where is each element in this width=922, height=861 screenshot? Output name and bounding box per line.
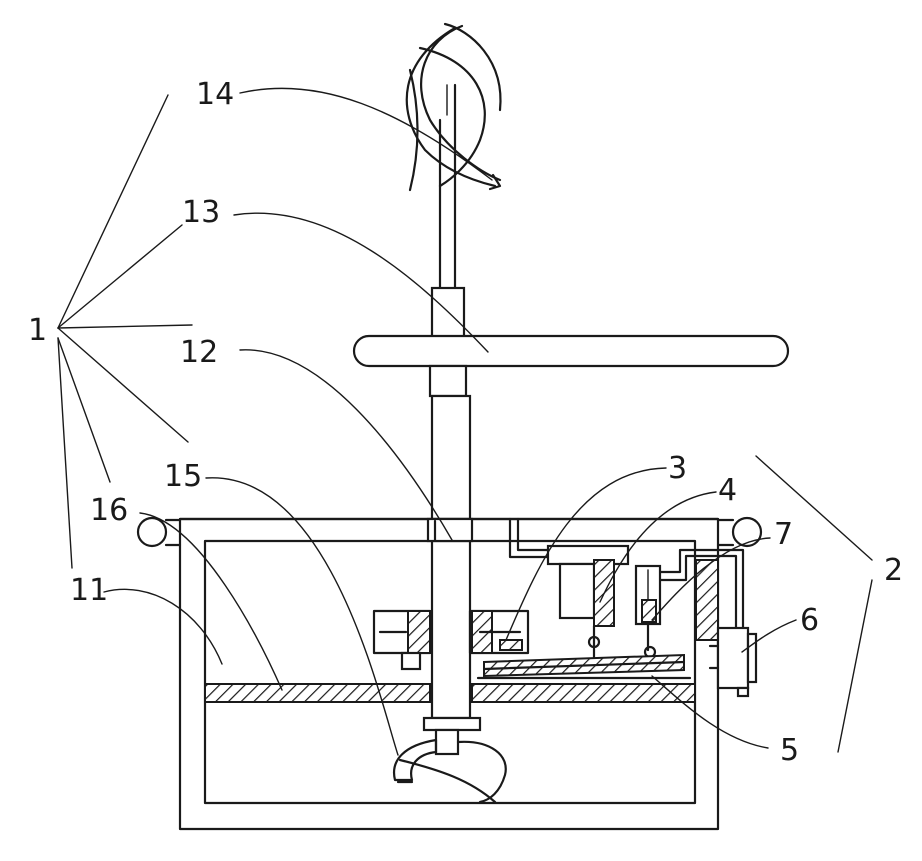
left-bearing-block bbox=[374, 611, 430, 669]
label-12: 12 bbox=[180, 335, 218, 370]
turbine-blades bbox=[407, 24, 501, 190]
label-13: 13 bbox=[182, 195, 220, 230]
label-4: 4 bbox=[718, 473, 737, 508]
label-1: 1 bbox=[28, 313, 47, 348]
upper-shaft bbox=[440, 85, 455, 290]
partition-plate-left bbox=[205, 684, 430, 702]
impeller bbox=[394, 718, 506, 802]
label-6: 6 bbox=[800, 603, 819, 638]
label-14: 14 bbox=[196, 77, 234, 112]
label-2: 2 bbox=[884, 553, 903, 588]
left-wheel bbox=[138, 518, 166, 546]
partition-plate-right bbox=[472, 684, 695, 702]
tilt-plate bbox=[478, 655, 690, 678]
label-3: 3 bbox=[668, 451, 687, 486]
shaft-collar bbox=[432, 288, 464, 338]
label-11: 11 bbox=[70, 573, 108, 608]
label-15: 15 bbox=[164, 459, 202, 494]
side-motor bbox=[710, 628, 756, 696]
right-wheel bbox=[733, 518, 761, 546]
horizontal-arm bbox=[354, 336, 788, 366]
label-7: 7 bbox=[774, 517, 793, 552]
label-5: 5 bbox=[780, 733, 799, 768]
label-16: 16 bbox=[90, 493, 128, 528]
right-bearing-block bbox=[470, 611, 528, 653]
